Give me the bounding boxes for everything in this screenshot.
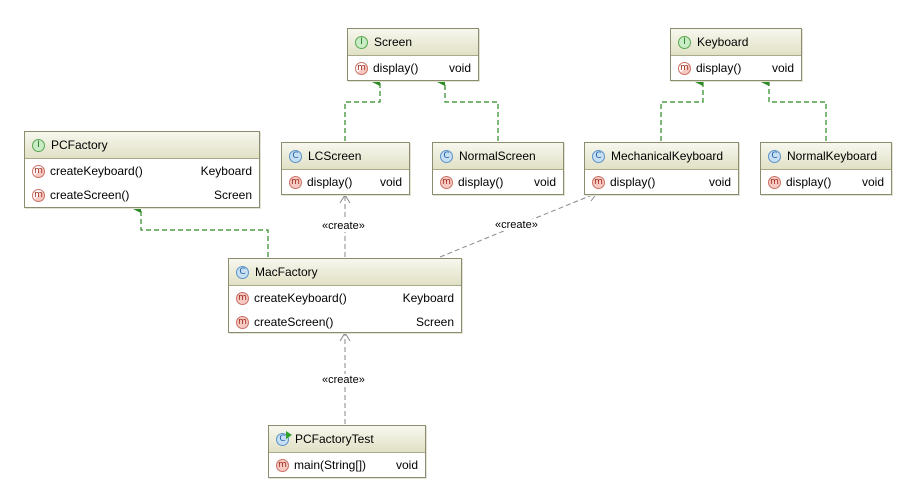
class-name: PCFactoryTest [295,432,374,446]
class-mechanicalkeyboard[interactable]: C MechanicalKeyboard m display() void [584,142,739,195]
method-icon: m [236,291,249,305]
method-row: m display() void [433,170,563,194]
method-return-type: void [448,61,471,75]
method-return-type: void [861,175,884,189]
method-icon: m [768,175,781,189]
method-name: createKeyboard() [254,291,347,305]
method-icon: m [32,188,45,202]
class-name: MacFactory [255,265,318,279]
class-icon: C [440,149,453,163]
method-return-type: void [395,458,418,472]
class-icon: C [592,149,605,163]
method-icon: m [32,164,45,178]
class-pcfactorytest[interactable]: C PCFactoryTest m main(String[]) void [268,425,426,478]
method-row: m display() void [585,170,738,194]
method-row: m createKeyboard() Keyboard [229,286,461,310]
class-name: NormalKeyboard [787,149,878,163]
class-header: C NormalKeyboard [761,143,891,170]
method-icon: m [678,61,691,75]
class-header: C NormalScreen [433,143,563,170]
method-row: m display() void [282,170,409,194]
class-icon: C [289,149,302,163]
class-header: C LCScreen [282,143,409,170]
method-name: createKeyboard() [50,164,143,178]
method-return-type: Keyboard [402,291,454,305]
method-name: display() [307,175,353,189]
method-name: display() [696,61,742,75]
method-return-type: Keyboard [200,164,252,178]
interface-name: Screen [374,35,413,49]
class-name: LCScreen [308,149,362,163]
method-name: createScreen() [50,188,130,202]
realization-normalscreen-screen [435,76,499,141]
create-label-lcscreen: «create» [321,220,366,232]
dependency-arrowhead-macfactory [339,332,351,342]
interface-keyboard[interactable]: I Keyboard m display() void [670,28,802,81]
interface-name: PCFactory [51,138,108,152]
method-icon: m [592,175,605,189]
method-row: m createKeyboard() Keyboard [25,159,259,183]
method-icon: m [236,315,249,329]
method-return-type: void [533,175,556,189]
realization-macfactory-pcfactory [131,203,269,257]
method-name: display() [458,175,504,189]
class-normalkeyboard[interactable]: C NormalKeyboard m display() void [760,142,892,195]
realization-mechanical-keyboard [660,76,704,141]
interface-icon: I [32,138,45,152]
interface-header: I Keyboard [671,29,801,56]
method-name: display() [786,175,832,189]
class-macfactory[interactable]: C MacFactory m createKeyboard() Keyboard… [228,258,462,333]
method-row: m main(String[]) void [269,453,425,477]
interface-pcfactory[interactable]: I PCFactory m createKeyboard() Keyboard … [24,131,260,208]
class-normalscreen[interactable]: C NormalScreen m display() void [432,142,564,195]
method-return-type: void [771,61,794,75]
method-name: display() [373,61,419,75]
method-row: m createScreen() Screen [229,310,461,334]
method-row: m display() void [671,56,801,80]
method-icon: m [355,61,368,75]
class-name: NormalScreen [459,149,536,163]
class-header: C PCFactoryTest [269,426,425,453]
class-lcscreen[interactable]: C LCScreen m display() void [281,142,410,195]
method-name: createScreen() [254,315,334,329]
class-icon: C [768,149,781,163]
method-return-type: Screen [415,315,454,329]
method-return-type: void [708,175,731,189]
create-label-mechanical: «create» [494,219,539,231]
interface-name: Keyboard [697,35,749,49]
method-row: m display() void [348,56,478,80]
class-header: C MacFactory [229,259,461,286]
realization-normalkeyboard-keyboard [759,76,827,141]
interface-icon: I [678,35,691,49]
method-name: display() [610,175,656,189]
interface-icon: I [355,35,368,49]
interface-header: I PCFactory [25,132,259,159]
static-method-icon: m [276,458,289,472]
method-return-type: void [379,175,402,189]
dependency-arrowhead-lcscreen [339,194,351,204]
method-icon: m [289,175,302,189]
method-return-type: Screen [213,188,252,202]
class-header: C MechanicalKeyboard [585,143,738,170]
realization-lcscreen-screen [344,76,381,141]
method-row: m createScreen() Screen [25,183,259,207]
create-label-macfactory: «create» [321,374,366,386]
class-icon: C [236,265,249,279]
interface-screen[interactable]: I Screen m display() void [347,28,479,81]
method-icon: m [440,175,453,189]
method-row: m display() void [761,170,891,194]
interface-header: I Screen [348,29,478,56]
runnable-class-icon: C [276,430,292,446]
class-name: MechanicalKeyboard [611,149,724,163]
method-name: main(String[]) [294,458,367,472]
